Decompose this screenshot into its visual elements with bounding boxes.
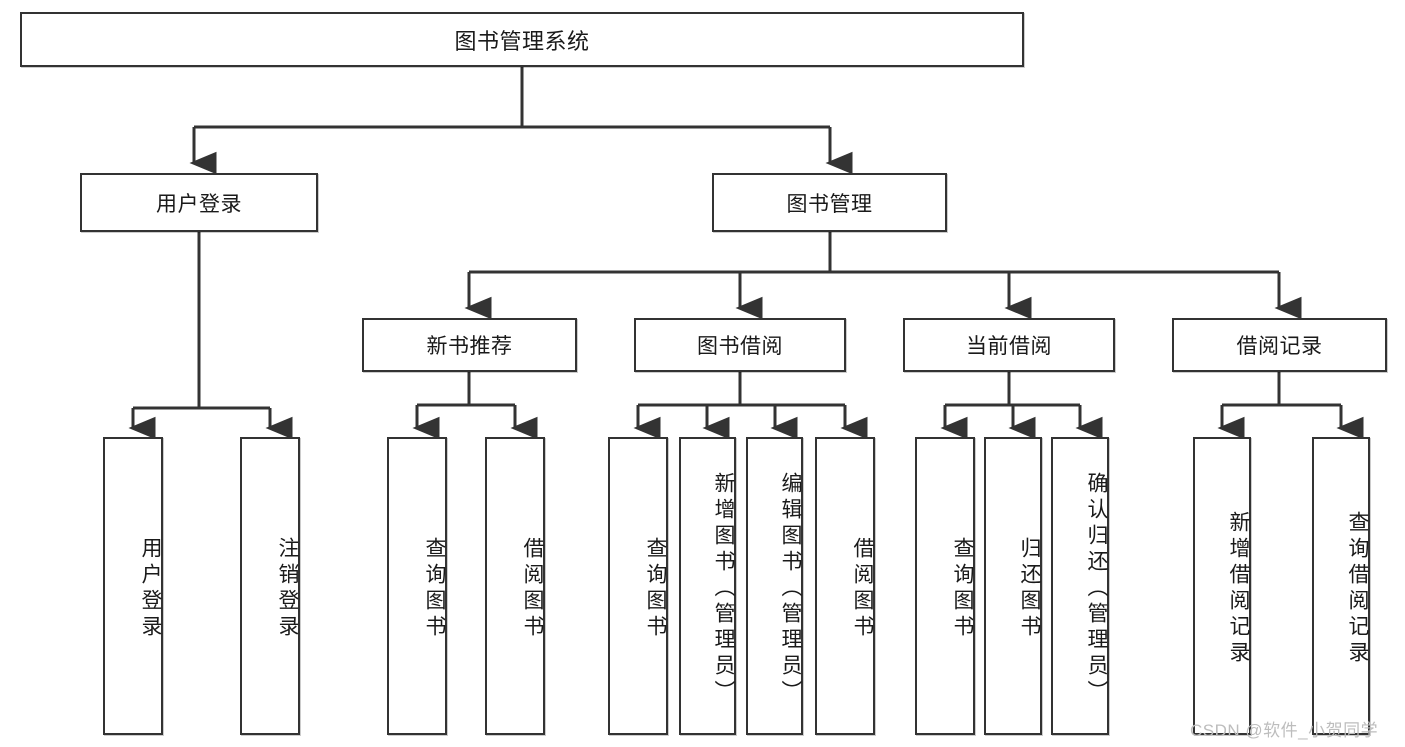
node-leaf-record-add-label: 新增借阅记录: [1227, 511, 1250, 667]
node-leaf-borrow-borrow-book-label: 借阅图书: [851, 537, 874, 641]
node-leaf-current-return-book[interactable]: 归还图书: [984, 437, 1042, 735]
node-leaf-borrow-edit-book[interactable]: 编辑图书（管理员）: [746, 437, 803, 735]
node-book-borrow-label: 图书借阅: [697, 335, 783, 358]
node-leaf-current-query-book-label: 查询图书: [951, 537, 974, 641]
node-user-login[interactable]: 用户登录: [80, 173, 318, 232]
node-leaf-borrow-edit-book-label: 编辑图书（管理员）: [779, 472, 802, 706]
node-borrow-record-label: 借阅记录: [1236, 335, 1323, 358]
node-leaf-user-login-label: 用户登录: [139, 537, 162, 641]
node-leaf-record-query[interactable]: 查询借阅记录: [1312, 437, 1370, 735]
node-leaf-record-add[interactable]: 新增借阅记录: [1193, 437, 1251, 735]
node-current-borrow[interactable]: 当前借阅: [903, 318, 1115, 372]
node-leaf-recommend-query-book[interactable]: 查询图书: [387, 437, 447, 735]
node-leaf-record-query-label: 查询借阅记录: [1346, 511, 1369, 667]
node-book-borrow[interactable]: 图书借阅: [634, 318, 846, 372]
node-new-book-recommend-label: 新书推荐: [426, 335, 513, 358]
node-book-manage[interactable]: 图书管理: [712, 173, 947, 232]
node-leaf-user-login[interactable]: 用户登录: [103, 437, 163, 735]
node-leaf-recommend-borrow-book-label: 借阅图书: [521, 537, 544, 641]
node-leaf-borrow-query-book[interactable]: 查询图书: [608, 437, 668, 735]
node-root-label: 图书管理系统: [454, 28, 590, 54]
node-leaf-borrow-borrow-book[interactable]: 借阅图书: [815, 437, 875, 735]
node-leaf-recommend-borrow-book[interactable]: 借阅图书: [485, 437, 545, 735]
node-leaf-current-confirm-return[interactable]: 确认归还（管理员）: [1051, 437, 1109, 735]
node-leaf-borrow-query-book-label: 查询图书: [644, 537, 667, 641]
node-current-borrow-label: 当前借阅: [966, 335, 1052, 358]
node-borrow-record[interactable]: 借阅记录: [1172, 318, 1387, 372]
node-new-book-recommend[interactable]: 新书推荐: [362, 318, 577, 372]
node-book-manage-label: 图书管理: [786, 192, 873, 216]
node-leaf-current-return-book-label: 归还图书: [1018, 537, 1041, 641]
node-leaf-logout[interactable]: 注销登录: [240, 437, 300, 735]
node-leaf-current-query-book[interactable]: 查询图书: [915, 437, 975, 735]
node-user-login-label: 用户登录: [156, 192, 242, 216]
node-root[interactable]: 图书管理系统: [20, 12, 1024, 67]
node-leaf-recommend-query-book-label: 查询图书: [423, 537, 446, 641]
watermark-text: CSDN @软件_小贺同学: [1190, 721, 1379, 740]
node-leaf-borrow-add-book-label: 新增图书（管理员）: [712, 472, 735, 706]
node-leaf-current-confirm-return-label: 确认归还（管理员）: [1085, 472, 1108, 706]
node-leaf-borrow-add-book[interactable]: 新增图书（管理员）: [679, 437, 736, 735]
node-leaf-logout-label: 注销登录: [276, 537, 299, 641]
